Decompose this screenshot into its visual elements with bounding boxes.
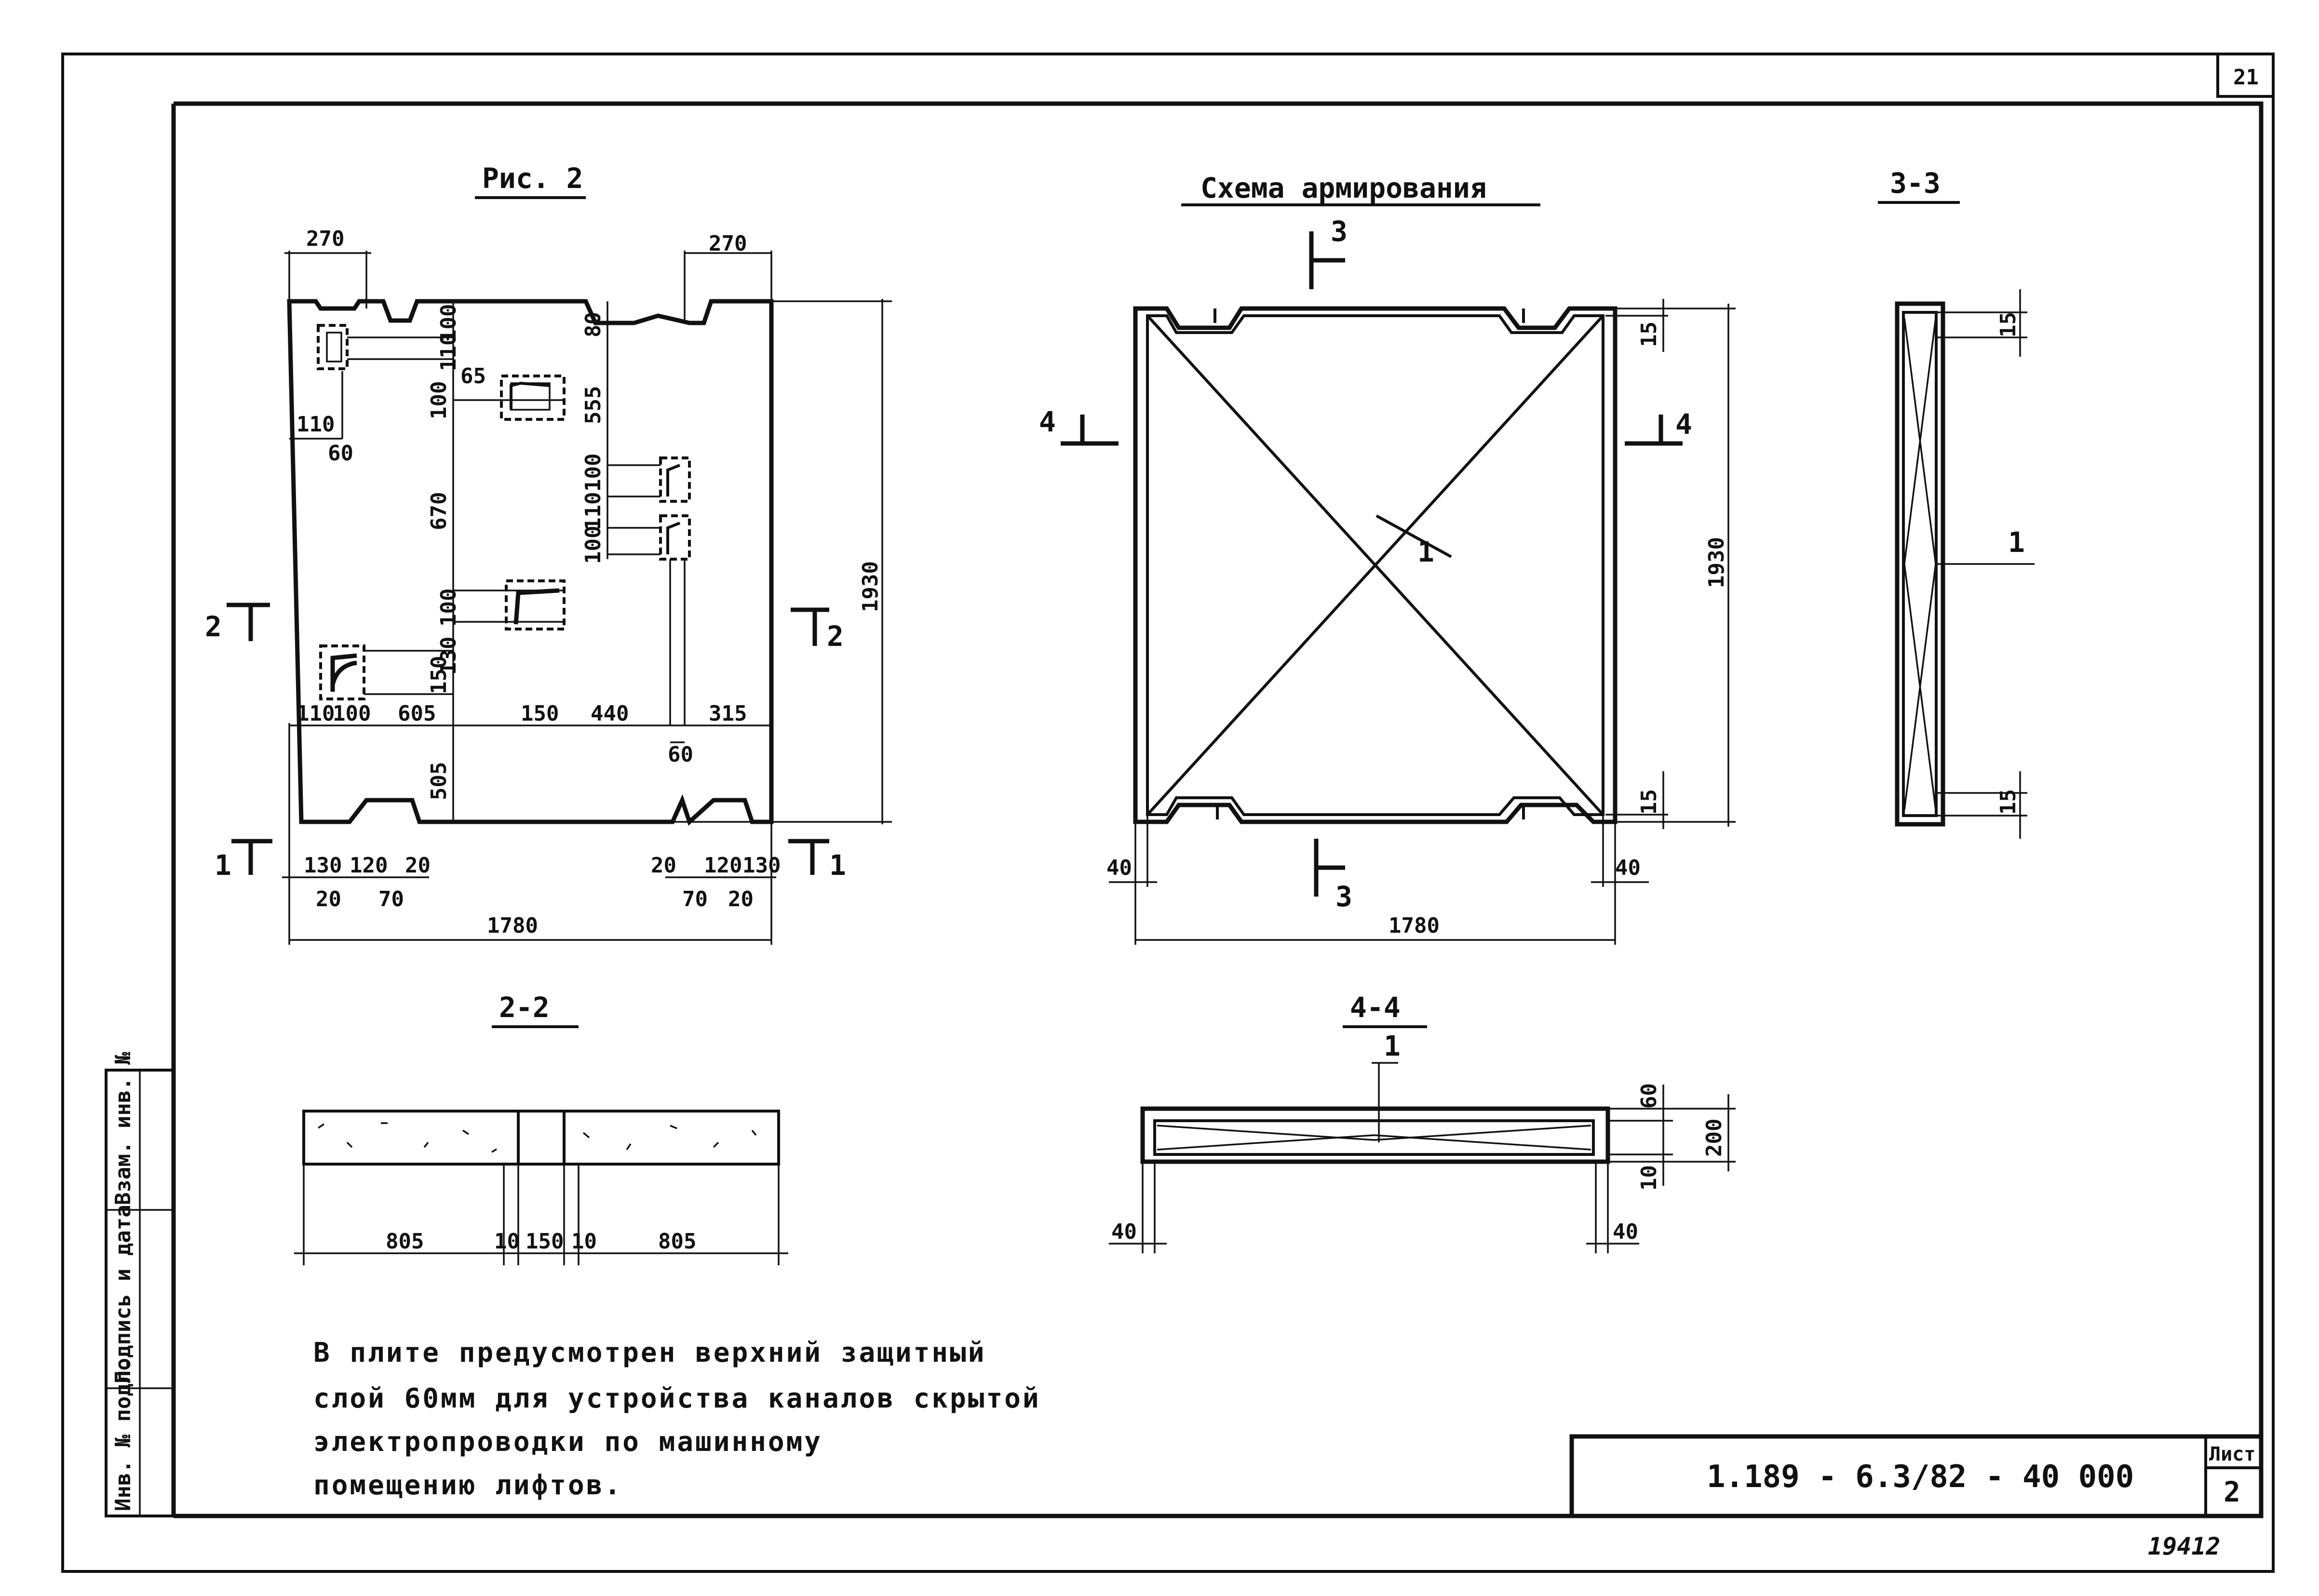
- dim-110-l: 110: [297, 412, 335, 437]
- dim-80: 80: [581, 312, 606, 337]
- note-line-2: слой 60мм для устройства каналов скрытой: [313, 1383, 1041, 1414]
- dim-n70-r: 70: [682, 887, 708, 912]
- note-block: В плите предусмотрен верхний защитный сл…: [313, 1337, 1041, 1501]
- side-stamp-vzam-inv: Взам. инв. №: [111, 1052, 135, 1205]
- reinforcement-cut-4-left: 4: [1039, 405, 1056, 438]
- dim-110-top: 110: [436, 333, 461, 371]
- sheet-number: 2: [2224, 1475, 2240, 1508]
- dim-n120-r: 120: [704, 853, 742, 878]
- dim-505: 505: [427, 762, 451, 800]
- fig2-cut-1-right: 1: [829, 849, 846, 882]
- reinforcement-plate: [1133, 306, 1618, 824]
- inventory-number: 19412: [2148, 1532, 2221, 1560]
- fig2-cut-2-right: 2: [827, 620, 844, 653]
- section22-view: [294, 1110, 788, 1265]
- section44-dim-200: 200: [1702, 1119, 1726, 1157]
- dim-150-v: 150: [427, 656, 451, 694]
- fig2-openings: [317, 324, 691, 700]
- reinforcement-dim-1780: 1780: [1389, 913, 1440, 938]
- dim-n120-l: 120: [350, 853, 388, 878]
- dim-b150: 150: [521, 701, 559, 726]
- reinforcement-cut-3-top: 3: [1331, 215, 1348, 248]
- section33-dim-15-top: 15: [1996, 312, 2021, 337]
- reinforcement-cut-4-right: 4: [1675, 408, 1692, 441]
- section22-dim-150: 150: [526, 1229, 564, 1254]
- dim-270-right: 270: [709, 231, 747, 256]
- side-stamp-inv-podl: Инв. № подл.: [111, 1358, 135, 1511]
- note-line-3: электропроводки по машинному: [313, 1426, 822, 1458]
- section44-dim-10: 10: [1637, 1165, 1661, 1191]
- section22-dim-805-left: 805: [386, 1229, 424, 1254]
- fig2-dimension-lines: [282, 251, 892, 945]
- reinforcement-mark-1: 1: [1417, 536, 1434, 568]
- section44-view: [1109, 1062, 1736, 1253]
- dim-1930-fig2: 1930: [858, 561, 883, 612]
- section33-mark-1: 1: [2008, 526, 2025, 559]
- dim-130: 130: [436, 637, 461, 675]
- dim-n130-l: 130: [304, 853, 342, 878]
- reinforcement-dims: [1109, 299, 1736, 945]
- dim-n20-r: 20: [651, 853, 676, 878]
- reinforcement-cut-3-bottom: 3: [1335, 880, 1352, 913]
- dim-1780-fig2: 1780: [487, 913, 538, 938]
- dim-b605: 605: [398, 701, 436, 726]
- reinforcement-dim-15-top: 15: [1637, 322, 1661, 347]
- stamp-code: 1.189 - 6.3/82 - 40 000: [1707, 1459, 2134, 1495]
- dim-n130-r: 130: [742, 853, 781, 878]
- dim-100-e: 100: [436, 589, 461, 627]
- dim-n20-r2: 20: [728, 887, 754, 912]
- dim-n20-l2: 20: [316, 887, 341, 912]
- fig2-cut-marks: [227, 603, 829, 875]
- dim-b110: 110: [297, 701, 335, 726]
- section44-title: 4-4: [1350, 991, 1401, 1024]
- dim-b100: 100: [333, 701, 371, 726]
- section33-dim-15-bottom: 15: [1996, 789, 2021, 815]
- fig2-plate-outline: [287, 299, 774, 826]
- reinforcement-cut-marks: [1061, 231, 1683, 897]
- dim-110-c: 110: [581, 492, 606, 530]
- dim-100-c: 100: [581, 454, 606, 492]
- dim-270-left: 270: [306, 227, 344, 251]
- fig2-cut-1-left: 1: [215, 849, 231, 882]
- reinforcement-dim-40-right: 40: [1615, 856, 1641, 880]
- reinforcement-dim-1930: 1930: [1704, 537, 1729, 588]
- dim-b60: 60: [668, 742, 693, 767]
- section44-dim-40-right: 40: [1613, 1220, 1638, 1244]
- dim-100-b: 100: [427, 381, 451, 419]
- fig2-dimension-texts: 270 270 110 100 65 80 100 555 110 60 100…: [297, 227, 883, 938]
- side-stamp-sign-date: Подпись и дата: [111, 1205, 135, 1383]
- section22-title: 2-2: [499, 991, 550, 1024]
- dim-670: 670: [427, 492, 451, 530]
- dim-b315: 315: [709, 701, 747, 726]
- sheet-label: Лист: [2209, 1443, 2255, 1465]
- dim-100-d: 100: [581, 526, 606, 564]
- dim-n70-l: 70: [378, 887, 404, 912]
- section22-dim-10-right: 10: [571, 1229, 597, 1254]
- dim-n20-l: 20: [405, 853, 431, 878]
- section44-mark-1: 1: [1384, 1030, 1401, 1062]
- title-block: [1569, 1434, 2261, 1516]
- dim-555: 555: [581, 386, 606, 424]
- note-line-4: помещению лифтов.: [313, 1470, 622, 1501]
- section44-dim-40-left: 40: [1111, 1220, 1137, 1244]
- note-line-1: В плите предусмотрен верхний защитный: [313, 1337, 986, 1368]
- fig2-title: Рис. 2: [482, 162, 583, 195]
- side-stamp: [105, 1069, 174, 1517]
- section33-view: [1895, 289, 2035, 839]
- section22-dim-10-left: 10: [494, 1229, 520, 1254]
- dim-b440: 440: [591, 701, 629, 726]
- page-number: 21: [2233, 65, 2259, 90]
- reinforcement-title: Схема армирования: [1200, 172, 1487, 204]
- dim-65: 65: [460, 364, 486, 389]
- section22-dim-805-right: 805: [658, 1229, 696, 1254]
- sheet-frame: [61, 53, 2275, 1573]
- dim-60-l: 60: [328, 441, 353, 466]
- section44-dim-60: 60: [1637, 1083, 1661, 1109]
- reinforcement-dim-40-left: 40: [1106, 856, 1132, 880]
- reinforcement-dim-15-bottom: 15: [1637, 789, 1661, 815]
- dim-100-a: 100: [436, 304, 461, 342]
- fig2-cut-2-left: 2: [205, 610, 222, 643]
- section33-title: 3-3: [1890, 167, 1941, 200]
